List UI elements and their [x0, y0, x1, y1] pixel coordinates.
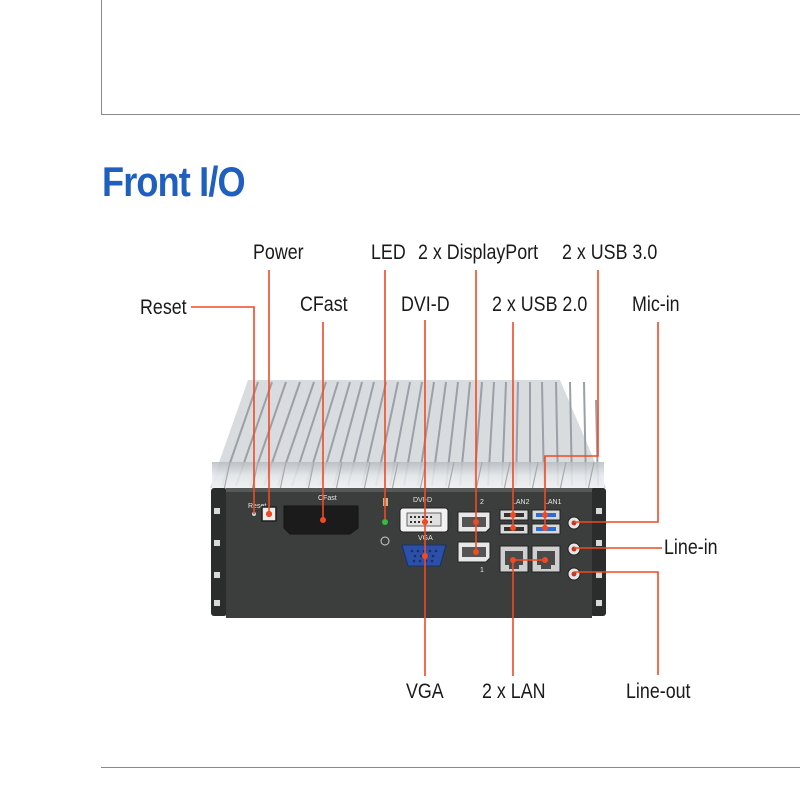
audio-jacks: [567, 516, 581, 581]
dp1-print: 1: [480, 567, 484, 574]
heatsink: [210, 380, 606, 491]
callout-vga: VGA: [406, 680, 444, 703]
top-frame: [101, 0, 800, 115]
dvid-print: DVI-D: [413, 497, 432, 504]
callout-power: Power: [253, 241, 304, 264]
reset-print: Reset: [248, 503, 266, 510]
lan2-print: LAN2: [512, 499, 530, 506]
callout-usb3: 2 x USB 3.0: [562, 241, 658, 264]
callout-reset: Reset: [140, 296, 187, 319]
mounting-brackets: [211, 488, 606, 616]
reset-leader: [191, 306, 255, 514]
leader-lines: [191, 270, 662, 676]
callout-cfast: CFast: [300, 293, 348, 316]
callout-micin: Mic-in: [632, 293, 680, 316]
lineout-leader: [574, 571, 659, 675]
page-title: Front I/O: [102, 158, 246, 205]
callout-dvid: DVI-D: [401, 293, 450, 316]
dp2-print: 2: [480, 499, 484, 506]
bottom-rule: [101, 767, 800, 768]
usb3-leader: [544, 270, 599, 528]
callout-displayport: 2 x DisplayPort: [418, 241, 539, 264]
callout-lan: 2 x LAN: [482, 680, 546, 703]
callout-linein: Line-in: [664, 536, 718, 559]
micin-leader: [574, 322, 659, 523]
callout-led: LED: [371, 241, 406, 264]
lan-leader: [512, 559, 545, 676]
lan1-print: LAN1: [544, 499, 562, 506]
callout-lineout: Line-out: [626, 680, 691, 703]
callout-usb2: 2 x USB 2.0: [492, 293, 588, 316]
led-green: [382, 519, 388, 525]
cfast-print: CFast: [318, 495, 337, 502]
power-symbol-icon: [380, 536, 390, 546]
